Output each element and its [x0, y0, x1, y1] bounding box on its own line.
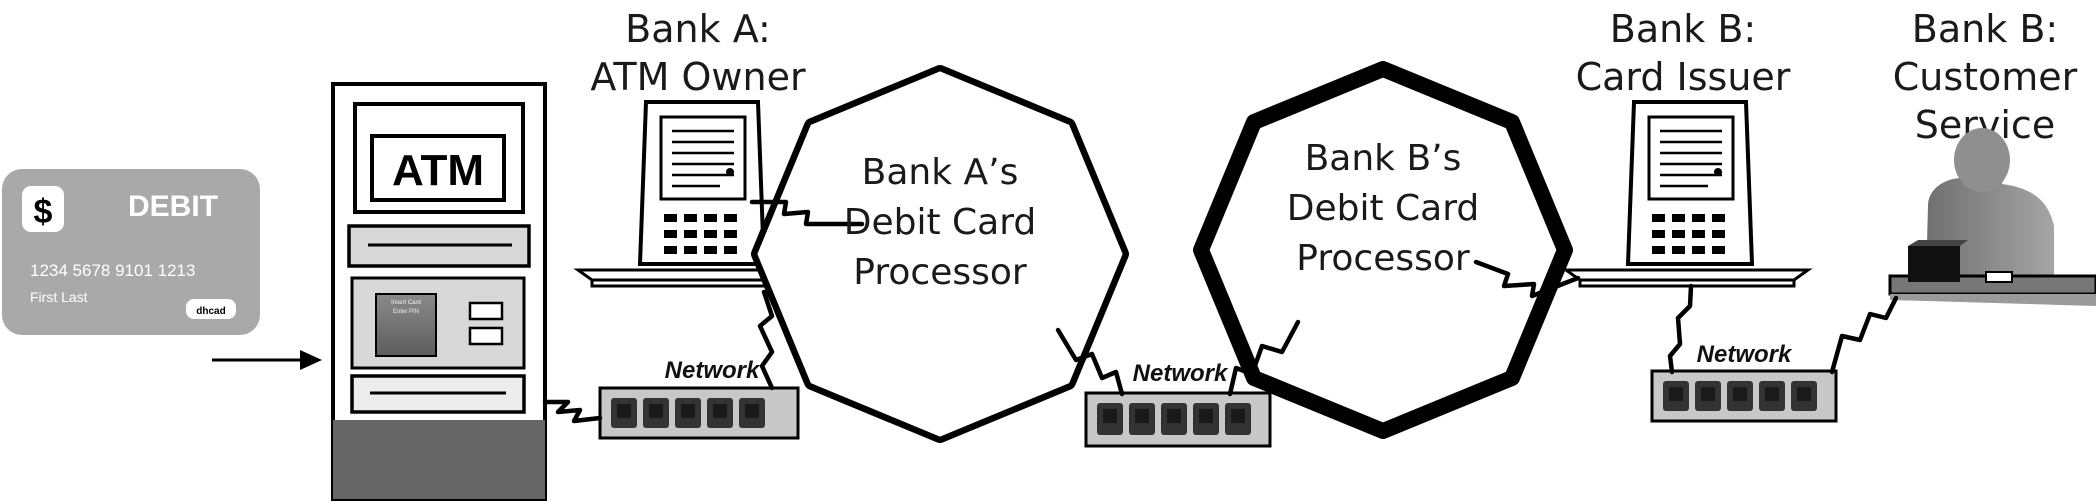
- bank-b-server: [1561, 100, 1813, 288]
- processor-bank-a: [751, 65, 1129, 443]
- atm-sign: ATM: [392, 146, 484, 195]
- network-label-center: Network: [1133, 360, 1229, 387]
- network-label-a: Network: [665, 357, 761, 384]
- cable-server-b-to-network-b: [1667, 283, 1694, 375]
- network-label-b: Network: [1697, 341, 1793, 368]
- svg-text:Bank A’s: Bank A’s: [862, 152, 1019, 193]
- processor-b-label: Bank B’s Debit Card Processor: [1287, 138, 1480, 279]
- dollar-icon: $: [34, 193, 53, 231]
- cable-server-a-to-processor-a: [749, 199, 865, 227]
- atm-machine: ATM Insert Card Enter PIN: [331, 82, 547, 501]
- label-bank-b-customer-service: Bank B: Customer Service: [1893, 7, 2078, 147]
- cable-processor-a-to-network-center: [1055, 327, 1125, 397]
- insert-card-arrow: [212, 350, 322, 370]
- processor-a-label: Bank A’s Debit Card Processor: [844, 152, 1037, 293]
- svg-text:Bank B:: Bank B:: [1912, 7, 2058, 51]
- bank-a-server: [573, 100, 825, 288]
- network-switch-a: [598, 386, 800, 440]
- card-title: DEBIT: [128, 190, 218, 223]
- atm-screen: [375, 293, 437, 357]
- svg-text:ATM Owner: ATM Owner: [590, 55, 806, 99]
- card-brand-logo: dhcad: [196, 306, 225, 317]
- network-switch-center: [1084, 391, 1272, 448]
- dollar-badge: [22, 186, 64, 232]
- svg-text:Bank B’s: Bank B’s: [1305, 138, 1462, 179]
- cable-server-a-to-network-a: [757, 289, 775, 391]
- network-switch-b: [1650, 369, 1838, 423]
- atm-screen-line-1: Insert Card: [391, 300, 421, 306]
- cable-processor-b-to-network-center: [1227, 319, 1301, 397]
- card-holder-name: First Last: [30, 289, 88, 305]
- processor-bank-b: [1193, 61, 1573, 439]
- svg-text:Customer: Customer: [1893, 55, 2078, 99]
- svg-text:Processor: Processor: [1296, 238, 1470, 279]
- svg-text:Bank B:: Bank B:: [1610, 7, 1756, 51]
- atm-screen-line-2: Enter PIN: [393, 309, 419, 315]
- customer-service-agent: [1888, 128, 2096, 306]
- label-bank-b-issuer: Bank B: Card Issuer: [1576, 7, 1791, 99]
- svg-text:Processor: Processor: [853, 252, 1027, 293]
- cable-desk-to-network-b: [1829, 295, 1899, 375]
- svg-text:Debit Card: Debit Card: [844, 202, 1037, 243]
- atm-button: [468, 326, 504, 346]
- debit-card: $ DEBIT 1234 5678 9101 1213 First Last d…: [2, 169, 260, 335]
- card-brand-badge: [186, 299, 236, 319]
- label-bank-a-owner: Bank A: ATM Owner: [590, 7, 806, 99]
- cable-atm-to-network-a: [542, 399, 603, 424]
- svg-text:Bank A:: Bank A:: [625, 7, 771, 51]
- atm-button: [468, 301, 504, 321]
- svg-text:Card Issuer: Card Issuer: [1576, 55, 1791, 99]
- cable-processor-b-to-server-b: [1473, 259, 1581, 299]
- svg-text:Debit Card: Debit Card: [1287, 188, 1480, 229]
- card-number: 1234 5678 9101 1213: [30, 261, 195, 280]
